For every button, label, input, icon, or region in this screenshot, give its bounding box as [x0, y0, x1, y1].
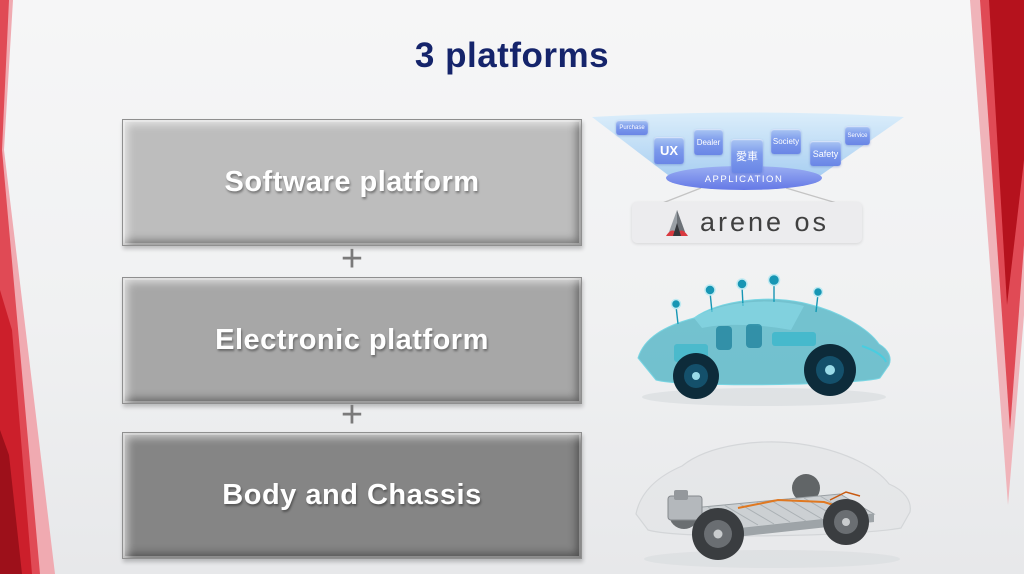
right-red-accent-shape [970, 0, 1024, 505]
app-box-dealer: Dealer [694, 129, 723, 155]
app-box-service: Service [845, 126, 870, 145]
app-box-purchase: Purchase [616, 120, 648, 135]
platform-box-software: Software platform [122, 119, 582, 246]
plus-connector-2: + [340, 394, 364, 436]
arene-os-logo-text: arene os [699, 207, 830, 237]
arene-os-logo: arene os [632, 202, 862, 243]
app-box-ux: UX [654, 137, 684, 164]
page-title: 3 platforms [414, 36, 610, 75]
left-red-accent-shape [0, 0, 55, 574]
platform-box-label: Software platform [224, 166, 480, 198]
platform-box-electronic: Electronic platform [122, 277, 582, 404]
rocket-icon [665, 209, 688, 236]
app-box-safety: Safety [810, 141, 841, 166]
platform-box-label: Body and Chassis [222, 479, 482, 511]
app-box-aisha: 愛車 [731, 139, 763, 173]
chassis-platform-image [635, 441, 911, 568]
platform-box-label: Electronic platform [215, 324, 489, 356]
platform-box-body-chassis: Body and Chassis [122, 432, 582, 559]
electronic-car-image [637, 273, 891, 406]
app-box-society: Society [771, 129, 801, 154]
plus-connector-1: + [340, 238, 364, 280]
application-ellipse-label: APPLICATION [705, 174, 784, 185]
